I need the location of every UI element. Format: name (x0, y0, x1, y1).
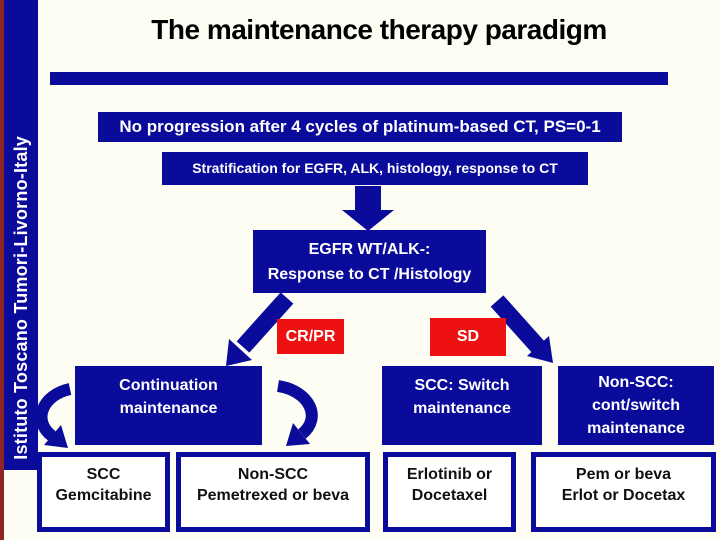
continuation-maintenance-box: Continuation maintenance (75, 366, 262, 445)
left-red-strip (0, 0, 4, 540)
continuation-line2: maintenance (119, 400, 218, 417)
non-scc-pem-line1: Non-SCC (237, 466, 309, 483)
institute-sidebar: Istituto Toscano Tumori-Livorno-Italy (4, 0, 38, 470)
scc-switch-line2: maintenance (413, 400, 511, 417)
crpr-badge: CR/PR (277, 319, 344, 354)
stratification-box: Stratification for EGFR, ALK, histology,… (162, 152, 588, 185)
decision-line1: EGFR WT/ALK-: (308, 241, 431, 258)
curved-arrow-left-icon (35, 383, 72, 448)
slide-title: The maintenance therapy paradigm (151, 14, 607, 45)
decision-box: EGFR WT/ALK-: Response to CT /Histology (253, 230, 486, 293)
non-scc-pem-line2: Pemetrexed or beva (196, 487, 350, 504)
scc-gemcitabine-box: SCC Gemcitabine (37, 452, 170, 532)
erlotinib-line2: Docetaxel (411, 487, 488, 504)
scc-switch-maintenance-box: SCC: Switch maintenance (382, 366, 542, 445)
non-scc-maintenance-box: Non-SCC: cont/switch maintenance (558, 366, 714, 445)
pem-beva-line2: Erlot or Docetax (561, 487, 686, 504)
crpr-label: CR/PR (285, 328, 336, 345)
criteria-box: No progression after 4 cycles of platinu… (98, 112, 622, 142)
scc-gem-line2: Gemcitabine (55, 487, 152, 504)
erlotinib-line1: Erlotinib or (406, 466, 493, 483)
down-arrow-icon (342, 186, 394, 231)
sd-badge: SD (430, 318, 506, 356)
title-underline-bar (50, 72, 668, 85)
sd-label: SD (456, 328, 480, 345)
non-scc-pemetrexed-box: Non-SCC Pemetrexed or beva (176, 452, 370, 532)
scc-switch-line1: SCC: Switch (414, 377, 510, 394)
decision-line2: Response to CT /Histology (267, 266, 472, 283)
non-scc-line1: Non-SCC: (598, 374, 674, 391)
pem-beva-box: Pem or beva Erlot or Docetax (531, 452, 716, 532)
non-scc-line3: maintenance (587, 420, 685, 437)
continuation-line1: Continuation (119, 377, 218, 394)
institute-name: Istituto Toscano Tumori-Livorno-Italy (11, 136, 31, 460)
curved-arrow-right-icon (276, 380, 318, 446)
stratification-text: Stratification for EGFR, ALK, histology,… (192, 160, 558, 176)
criteria-text: No progression after 4 cycles of platinu… (119, 117, 601, 136)
scc-gem-line1: SCC (86, 466, 121, 483)
erlotinib-docetaxel-box: Erlotinib or Docetaxel (383, 452, 516, 532)
non-scc-line2: cont/switch (591, 397, 680, 414)
pem-beva-line1: Pem or beva (575, 466, 672, 483)
